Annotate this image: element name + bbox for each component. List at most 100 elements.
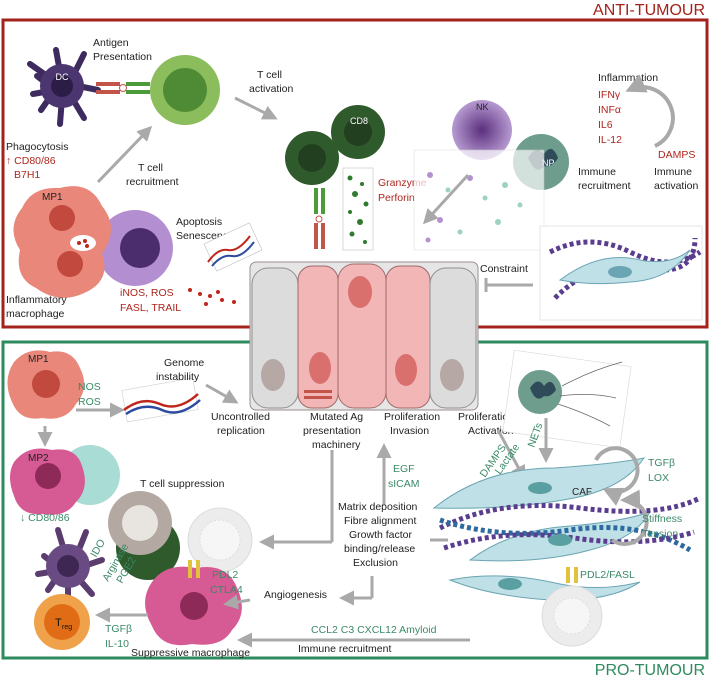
immune-recruitment-label-2: recruitment (578, 180, 631, 192)
inflammation-cycle-arrow (625, 74, 675, 148)
sicam-label: sICAM (388, 478, 420, 490)
t-cell-recruitment-label-1: T cell (138, 162, 163, 174)
pro-tumour-title: PRO-TUMOUR (595, 662, 705, 679)
proliferation-invasion-label-1: Proliferation (384, 411, 440, 423)
stiffness-cycle-arrow (610, 489, 649, 546)
tcr-receptor (314, 188, 325, 249)
perforin-label: Perforin (378, 192, 415, 204)
inflammation-label: Inflammation (598, 72, 658, 84)
presentation-pro-label: presentation (303, 425, 361, 437)
suppressive-macrophage-label: Suppressive macrophage (131, 647, 250, 659)
angio-arrow (223, 594, 251, 610)
cd80-down-label: ↓ CD80/86 (20, 512, 70, 524)
pdl2-fasl-label: PDL2/FASL (580, 569, 635, 581)
immune-activation-label-1: Immune (654, 166, 692, 178)
np-label: NP (542, 158, 555, 168)
il6-label: IL6 (598, 119, 613, 131)
cd80-up-label: ↑ CD80/86 (6, 155, 56, 167)
matrix-line-3: Growth factor (349, 529, 413, 541)
lox-label: LOX (648, 472, 669, 484)
t-cell-activation-label-2: activation (249, 83, 294, 95)
fasl-trail-label: FASL, TRAIL (120, 302, 181, 314)
mp2-label: MP2 (28, 453, 49, 464)
pdl2-fasl-receptor (566, 567, 578, 583)
phagocytosis-label: Phagocytosis (6, 141, 68, 153)
dc-label: DC (56, 72, 69, 82)
genome-label: Genome (164, 357, 204, 369)
treg-cell: T reg (34, 594, 90, 650)
mp1-macrophage-bottom: MP1 (7, 350, 85, 419)
cytokine-dots (425, 172, 523, 243)
mutated-ag-label: Mutated Ag (310, 411, 363, 423)
fibroblast-ecm-anti (539, 225, 703, 321)
genome-arrow (205, 383, 239, 404)
granules (347, 175, 369, 244)
treg-sub-label: reg (62, 624, 72, 631)
t-cell-activation-label-1: T cell (257, 69, 282, 81)
presentation-label: Presentation (93, 51, 152, 63)
suppressed-t-cells (108, 491, 253, 580)
cytokine-box (413, 149, 545, 251)
damps-anti-label: DAMPS (658, 149, 695, 161)
tumour-epithelium (249, 261, 479, 411)
mp1-bottom-label: MP1 (28, 354, 49, 365)
matrix-line-4: binding/release (344, 543, 415, 555)
machinery-label: machinery (312, 439, 361, 451)
uncontrolled-label: Uncontrolled (211, 411, 270, 423)
invasion-label: Invasion (390, 425, 429, 437)
activation-arrow (234, 96, 278, 120)
il12-label: IL-12 (598, 134, 622, 146)
activation-pro-label: Activation (468, 425, 514, 437)
proliferation-activation-label-1: Proliferation (458, 411, 514, 423)
t-cell-recruitment-label-2: recruitment (126, 176, 179, 188)
nk-cell: NK (452, 100, 512, 160)
egf-label: EGF (393, 463, 415, 475)
apoptosis-label: Apoptosis (176, 216, 222, 228)
tgfb-label: TGFβ (648, 457, 675, 469)
ido-label: IDO (88, 537, 108, 559)
ctla4-label: CTLA4 (210, 584, 243, 596)
recruitment-arrow (96, 125, 153, 184)
tension-label: Tension (642, 528, 678, 540)
tgfb-il10-label-1: TGFβ (105, 623, 132, 635)
genome-instability-dna-icon (121, 377, 201, 423)
t-cell (150, 55, 220, 125)
ros-label: ROS (78, 396, 101, 408)
cytokine-arrow (422, 173, 470, 225)
replication-label: replication (217, 425, 265, 437)
inflammatory-macrophage: MP1 (13, 186, 173, 298)
pdl2-label: PDL2 (212, 569, 238, 581)
dna-damage-icon (203, 222, 263, 272)
t-cell-pro (541, 585, 603, 647)
tgfb-il10-label-2: IL-10 (105, 638, 129, 650)
net-neutrophil (502, 349, 632, 449)
chemokines-label: CCL2 C3 CXCL12 Amyloid (311, 624, 437, 636)
nos-label: NOS (78, 381, 101, 393)
matrix-line-5: Exclusion (353, 557, 398, 569)
antigen-receptor (96, 82, 150, 94)
dendritic-cell: DC (27, 47, 101, 127)
inos-ros-label: iNOS, ROS (120, 287, 174, 299)
cd8-label: CD8 (350, 116, 368, 126)
caf-label: CAF (572, 487, 592, 498)
ifn-label: IFNγ (598, 89, 621, 101)
antigen-label: Antigen (93, 37, 129, 49)
mp2-macrophage: MP2 (10, 445, 120, 515)
matrix-line-2: Fibre alignment (344, 515, 416, 527)
granule-box (342, 167, 374, 251)
matrix-line-1: Matrix deposition (338, 501, 418, 513)
mp1-top-label: MP1 (42, 192, 63, 203)
t-cell-suppression-label: T cell suppression (140, 478, 225, 490)
suppressed-dendritic-cell (35, 527, 105, 609)
infa-label: INFα (598, 104, 621, 116)
stiffness-label: Stiffness (642, 513, 682, 525)
lactate-arrow (496, 429, 526, 481)
inflammatory-macrophage-label-1: Inflammatory (6, 294, 67, 306)
b7h1-label: B7H1 (14, 169, 40, 181)
instability-label: instability (156, 371, 200, 383)
nk-label: NK (476, 102, 489, 112)
constraint-label: Constraint (480, 263, 528, 275)
treg-main-label: T (55, 617, 62, 629)
